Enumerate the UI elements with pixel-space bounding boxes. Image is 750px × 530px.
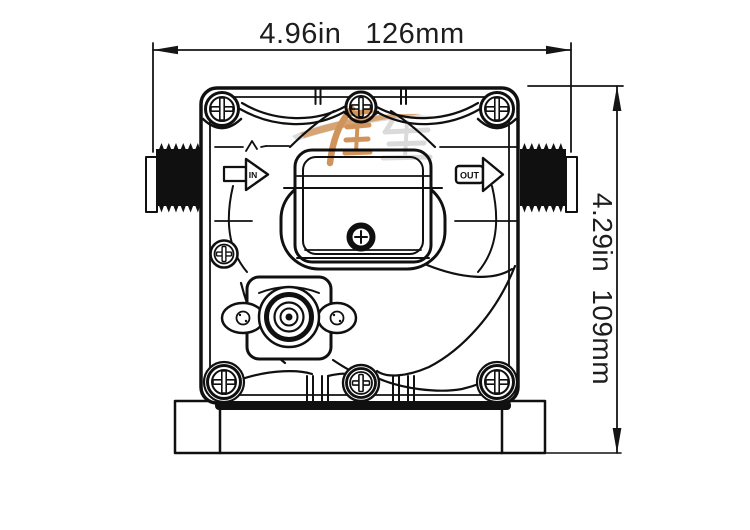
height-dimension-label: 4.29in 109mm	[586, 189, 618, 389]
height-inches: 4.29in	[587, 192, 618, 273]
in-arrow: IN	[222, 157, 270, 192]
switch-knob	[257, 285, 321, 349]
mold-mark	[245, 140, 267, 152]
top-cover	[279, 148, 447, 271]
screw-top-right	[479, 91, 515, 127]
width-dimension-label: 4.96in 126mm	[153, 18, 571, 51]
watermark-logo	[292, 105, 437, 167]
in-label: IN	[249, 170, 258, 180]
out-arrow: OUT	[454, 156, 505, 193]
left-port	[145, 143, 202, 213]
dimension-lines	[152, 42, 624, 454]
cover-screw	[346, 222, 376, 252]
pressure-switch	[220, 275, 358, 361]
screw-bottom-center	[345, 367, 377, 399]
height-mm: 109mm	[587, 289, 618, 386]
screw-mid-left	[209, 239, 239, 269]
flow-arrows: IN OUT	[222, 156, 505, 193]
width-mm: 126mm	[365, 18, 465, 50]
screws	[201, 90, 519, 404]
right-port	[520, 143, 578, 213]
width-inches: 4.96in	[259, 18, 342, 50]
screw-bottom-left	[206, 364, 242, 400]
out-label: OUT	[460, 171, 480, 181]
screw-top-left	[204, 91, 240, 127]
screw-bottom-right	[479, 364, 515, 400]
